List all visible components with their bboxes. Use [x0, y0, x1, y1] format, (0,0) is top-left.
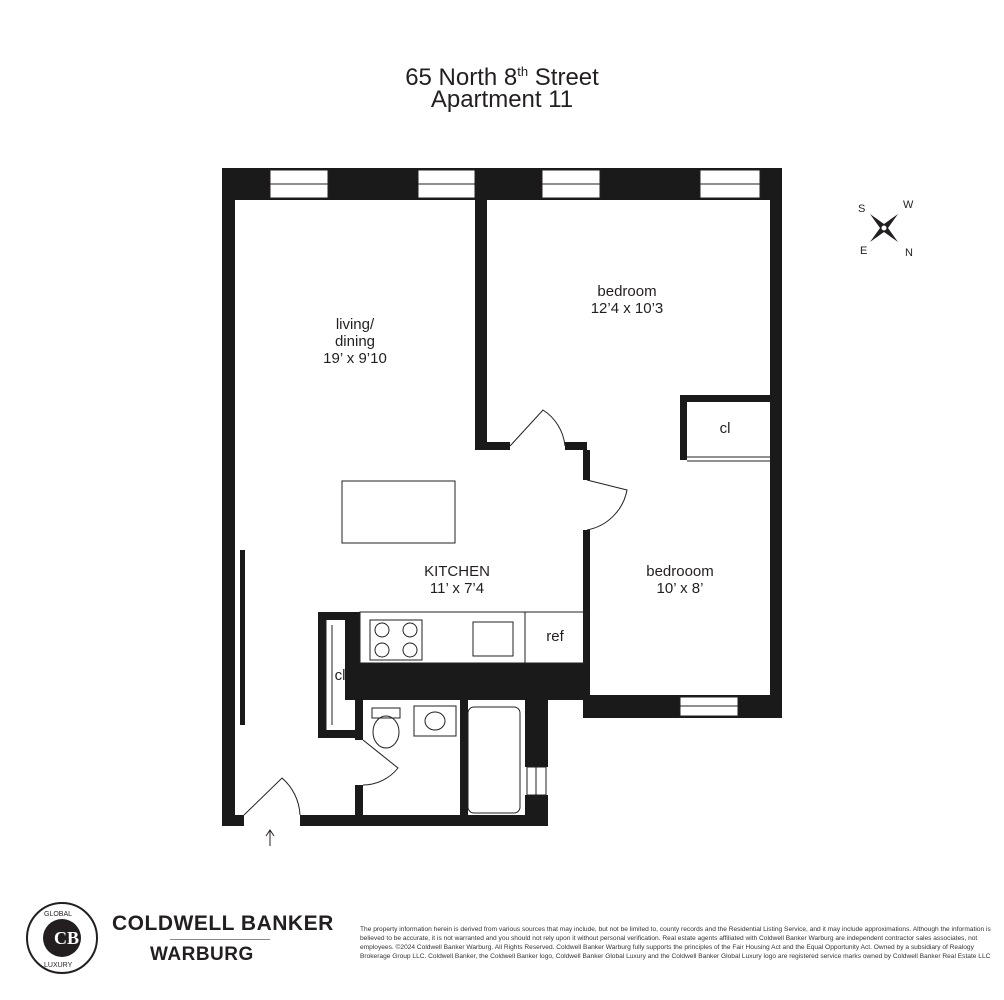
apartment-subtitle: Apartment 11: [430, 86, 574, 113]
stove: [369, 619, 423, 661]
compass-labels: S W E N: [858, 199, 914, 259]
room-label-closet-2: cl: [334, 667, 346, 684]
brand-name: COLDWELL BANKER: [112, 912, 334, 935]
brand-logo: CB GLOBAL LUXURY: [26, 902, 98, 974]
fixtures: [243, 409, 770, 846]
compass-icon: [870, 214, 898, 242]
toilet: [371, 707, 401, 719]
svg-text:LUXURY: LUXURY: [44, 962, 73, 969]
bathtub: [467, 706, 521, 814]
sink: [472, 621, 514, 657]
svg-text:S: S: [858, 203, 865, 215]
bath-sink: [413, 705, 457, 737]
walls: [222, 168, 782, 826]
svg-text:GLOBAL: GLOBAL: [44, 911, 72, 918]
svg-text:N: N: [905, 247, 913, 259]
room-label-closet-1: cl: [719, 420, 731, 437]
windows: [269, 169, 761, 796]
room-label-ref: ref: [546, 628, 564, 645]
address-title: 65 North 8th Street: [405, 64, 599, 91]
svg-text:CB: CB: [54, 928, 79, 948]
brand-office: WARBURG: [150, 944, 254, 965]
svg-text:W: W: [903, 199, 914, 211]
svg-text:E: E: [860, 245, 867, 257]
disclaimer: The property information herein is deriv…: [360, 926, 991, 960]
brand-divider: [170, 939, 270, 940]
kitchen-island: [341, 480, 456, 544]
